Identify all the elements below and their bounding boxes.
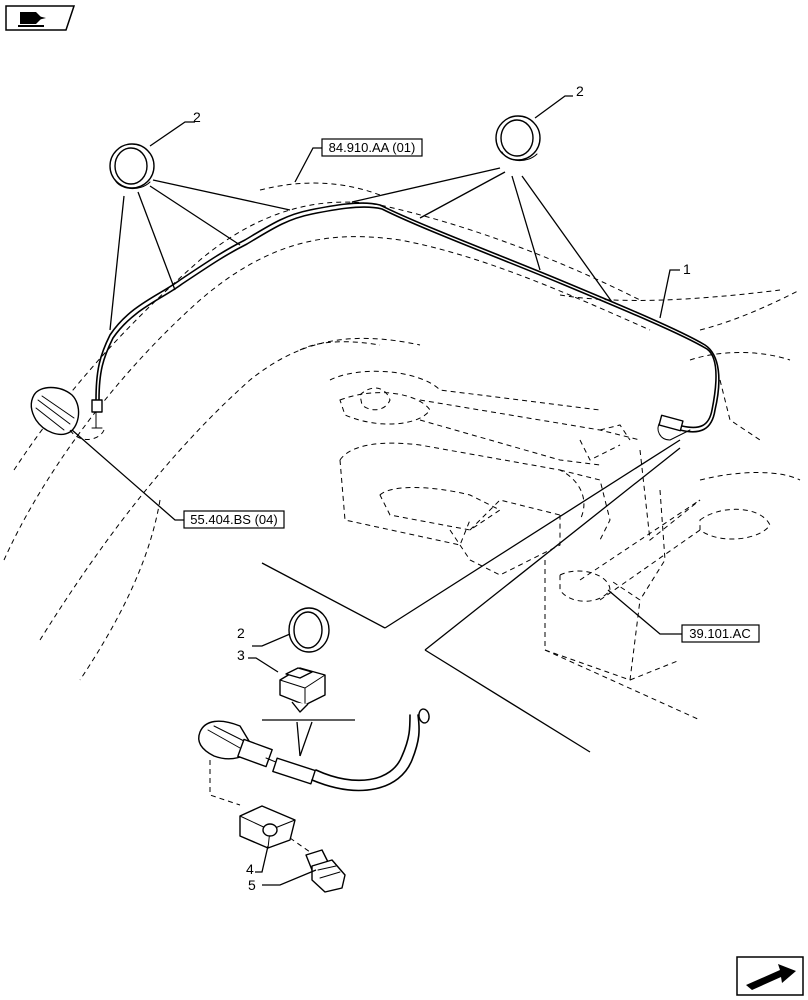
callout-4: 4 xyxy=(246,861,254,877)
callout-1: 1 xyxy=(683,261,691,277)
book-arrow-icon[interactable] xyxy=(5,5,76,31)
callout-leaders xyxy=(71,95,682,753)
ref-frame-label: 39.101.AC xyxy=(689,626,750,641)
detail-bolt xyxy=(262,849,346,893)
detail-connector xyxy=(198,708,430,806)
boom-outline xyxy=(3,182,801,721)
detail-cable-tie xyxy=(252,607,330,653)
detail-clip-holder xyxy=(248,657,326,713)
callout-2-detail: 2 xyxy=(237,625,245,641)
cable-tie-right xyxy=(495,115,541,161)
next-page-arrow-icon[interactable] xyxy=(736,956,804,996)
wiring-harness xyxy=(91,202,720,441)
tie-pointer-lines xyxy=(109,167,613,331)
callout-2-right: 2 xyxy=(576,83,584,99)
callout-3: 3 xyxy=(237,647,245,663)
work-lamp xyxy=(30,386,105,440)
detail-sensor-body xyxy=(239,805,311,873)
ref-lamp-label: 55.404.BS (04) xyxy=(190,512,277,527)
callout-numbers: 1 2 2 2 3 4 5 xyxy=(193,83,691,893)
callout-5: 5 xyxy=(248,877,256,893)
cable-tie-left xyxy=(109,143,155,189)
ref-box-lamp[interactable]: 55.404.BS (04) xyxy=(183,510,285,529)
callout-2-left: 2 xyxy=(193,109,201,125)
ref-harness-label: 84.910.AA (01) xyxy=(329,140,416,155)
ref-box-harness[interactable]: 84.910.AA (01) xyxy=(321,138,423,157)
ref-box-frame[interactable]: 39.101.AC xyxy=(681,624,760,643)
